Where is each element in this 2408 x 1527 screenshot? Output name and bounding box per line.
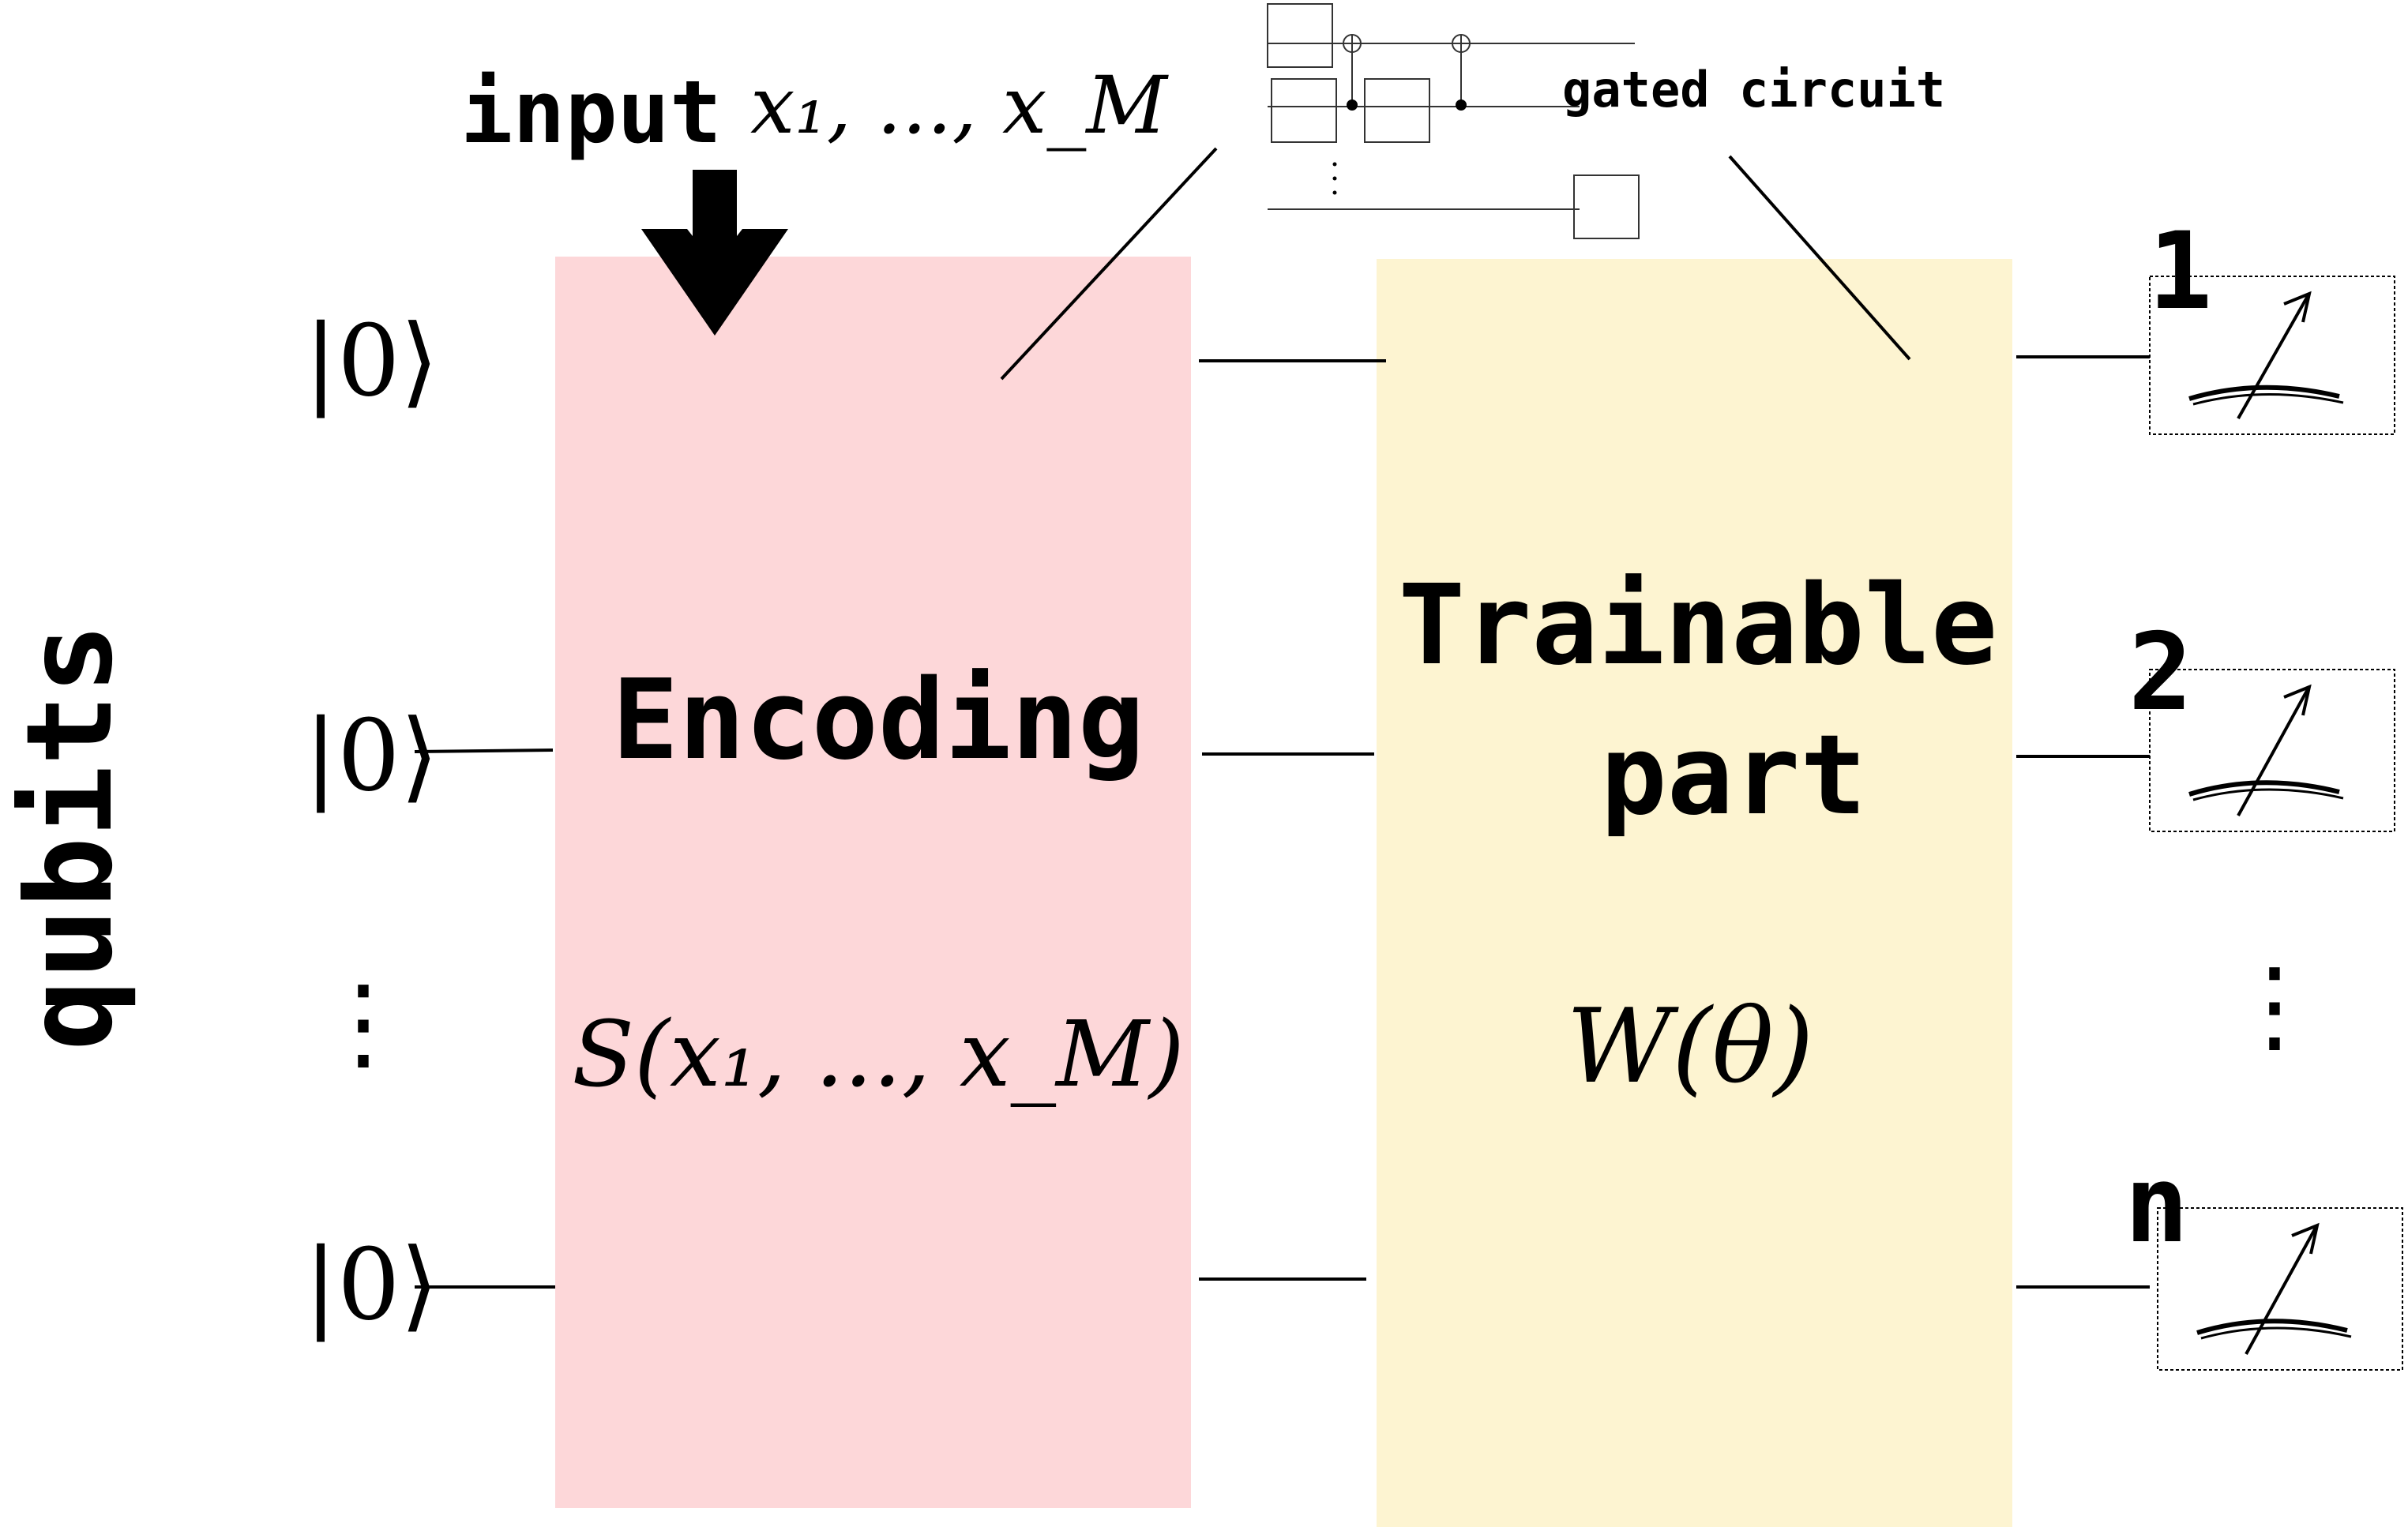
qubit-ellipsis: ⋮	[312, 962, 415, 1082]
gate-box-icon	[1267, 3, 1333, 68]
gated-circuit-label: gated circuit	[1562, 61, 1945, 118]
measurement-meter-icon-2	[2149, 669, 2395, 832]
gate-box-icon	[1271, 78, 1337, 143]
qubit-state-1: |0⟩	[304, 304, 438, 418]
measurement-label-1: 1	[2148, 209, 2212, 333]
wire-in-2	[414, 748, 554, 753]
qubit-state-n: |0⟩	[304, 1228, 438, 1342]
encoding-formula: S(x₁, ..., x_M)	[572, 1002, 1184, 1108]
measurement-meter-icon-n	[2157, 1207, 2403, 1371]
qubits-label: qubits	[2, 623, 139, 1051]
encoding-title: Encoding	[612, 656, 1144, 785]
measurement-label-2: 2	[2128, 610, 2192, 734]
measurement-meter-icon-1	[2149, 276, 2395, 435]
zoom-line-right	[1728, 155, 1911, 361]
encoding-block	[555, 257, 1191, 1508]
gate-box-icon	[1573, 174, 1640, 239]
gate-box-icon	[1364, 78, 1430, 143]
trainable-block	[1377, 259, 2012, 1527]
zoom-line-left	[1000, 147, 1218, 381]
input-label: input	[460, 62, 722, 163]
measurement-ellipsis: ⋮	[2223, 945, 2326, 1065]
trainable-title-line1: Trainable	[1399, 561, 1998, 690]
trainable-title-line2: part	[1600, 711, 1866, 840]
measurement-label-n: n	[2124, 1142, 2188, 1266]
input-variables: x₁, ..., x_M	[750, 59, 1169, 152]
down-arrow-icon	[641, 170, 788, 336]
trainable-formula: W(θ)	[1566, 986, 1813, 1106]
qubit-state-2: |0⟩	[304, 699, 438, 813]
gated-circuit-inset	[1267, 3, 1640, 239]
